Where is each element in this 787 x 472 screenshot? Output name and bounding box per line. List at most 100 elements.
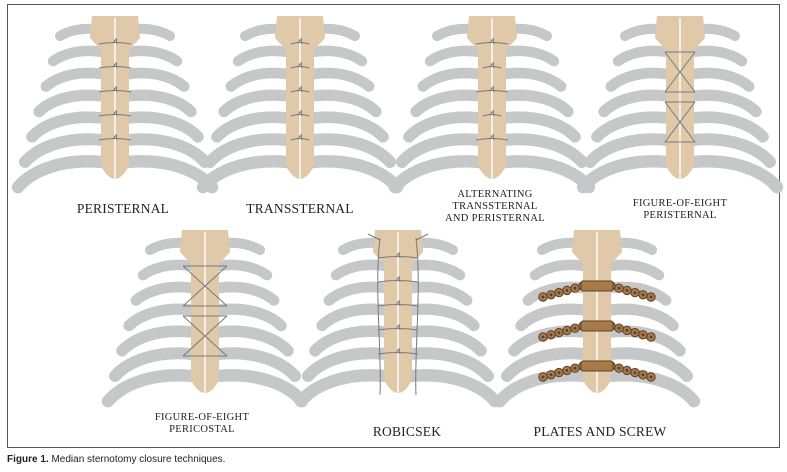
- rib: [307, 133, 396, 168]
- rib: [604, 303, 679, 332]
- rib: [40, 67, 108, 92]
- screw: [633, 331, 637, 334]
- wire: [297, 133, 303, 141]
- rib: [130, 281, 198, 306]
- screw: [549, 373, 553, 377]
- rib: [604, 259, 665, 281]
- screw: [557, 371, 561, 374]
- wire: [112, 85, 118, 93]
- wire: [112, 61, 118, 69]
- rib: [33, 89, 108, 118]
- rib: [211, 369, 309, 408]
- rib: [403, 111, 485, 143]
- wire: [395, 347, 401, 355]
- screw: [633, 291, 637, 294]
- wire: [297, 109, 303, 117]
- wire: [475, 42, 509, 45]
- ribcage-figure-eight-pericostal: [101, 230, 309, 408]
- wire: [182, 315, 228, 357]
- screw: [641, 293, 645, 297]
- bridge-plate: [580, 360, 614, 372]
- screw: [649, 295, 653, 299]
- wire: [482, 114, 502, 117]
- screw: [649, 375, 653, 379]
- screw: [557, 331, 561, 334]
- wire: [415, 237, 419, 396]
- rib: [232, 45, 293, 67]
- wire: [377, 237, 381, 396]
- rib: [598, 89, 673, 118]
- wire: [112, 37, 118, 45]
- wire: [377, 256, 419, 259]
- rib: [499, 111, 581, 143]
- rib: [388, 155, 486, 194]
- label-robicsek: ROBICSEK: [372, 424, 442, 439]
- ribcage-peristernal: [11, 16, 219, 194]
- rib: [307, 89, 382, 118]
- figure-caption: Figure 1. Median sternotomy closure tech…: [7, 454, 225, 465]
- caption-label: Figure 1.: [7, 454, 49, 465]
- wire: [395, 251, 401, 259]
- rib: [109, 347, 198, 382]
- wire: [297, 61, 303, 69]
- wire: [98, 114, 132, 117]
- sternotomy-diagram: [11, 16, 784, 408]
- screw: [557, 291, 561, 294]
- label-transsternal: TRANSSTERNAL: [246, 201, 354, 216]
- screw: [641, 373, 645, 377]
- wire: [415, 233, 429, 241]
- rib: [396, 133, 485, 168]
- rib: [323, 281, 391, 306]
- screw: [541, 335, 545, 339]
- wire: [489, 61, 495, 69]
- wire: [367, 233, 381, 241]
- wire: [664, 101, 696, 143]
- bridge-plate: [580, 280, 614, 292]
- wire: [489, 85, 495, 93]
- wire: [377, 280, 419, 283]
- rib: [204, 133, 293, 168]
- rib: [212, 281, 280, 306]
- rib: [137, 259, 198, 281]
- rib: [122, 45, 183, 67]
- rib: [687, 67, 755, 92]
- rib: [515, 303, 590, 332]
- wire: [377, 352, 419, 355]
- bridge-plate: [580, 320, 614, 332]
- ribcage-robicsek: [294, 230, 502, 408]
- rib: [584, 133, 673, 168]
- wire: [290, 114, 310, 117]
- wire: [290, 138, 310, 141]
- rib: [499, 67, 567, 92]
- rib: [499, 133, 588, 168]
- wire: [395, 275, 401, 283]
- wire: [98, 66, 132, 69]
- rib: [410, 89, 485, 118]
- rib: [309, 325, 391, 357]
- rib: [19, 133, 108, 168]
- wire: [489, 37, 495, 45]
- screw: [565, 329, 569, 332]
- rib: [687, 111, 769, 143]
- wire: [290, 42, 310, 45]
- screw: [573, 286, 577, 290]
- wire: [290, 66, 310, 69]
- wire: [377, 304, 419, 307]
- rib: [501, 347, 590, 382]
- rib: [316, 303, 391, 332]
- caption-text: Median sternotomy closure techniques.: [48, 454, 226, 465]
- screw: [625, 329, 629, 332]
- rib: [225, 67, 293, 92]
- screw: [649, 335, 653, 339]
- rib: [405, 281, 473, 306]
- rib: [687, 45, 748, 67]
- wire: [112, 133, 118, 141]
- rib: [302, 347, 391, 382]
- rib: [603, 369, 701, 408]
- screw: [573, 326, 577, 330]
- rib: [686, 155, 784, 194]
- wire: [297, 85, 303, 93]
- rib: [211, 111, 293, 143]
- label-alternating: ALTERNATING TRANSSTERNAL AND PERISTERNAL: [445, 189, 545, 225]
- screw: [617, 326, 621, 330]
